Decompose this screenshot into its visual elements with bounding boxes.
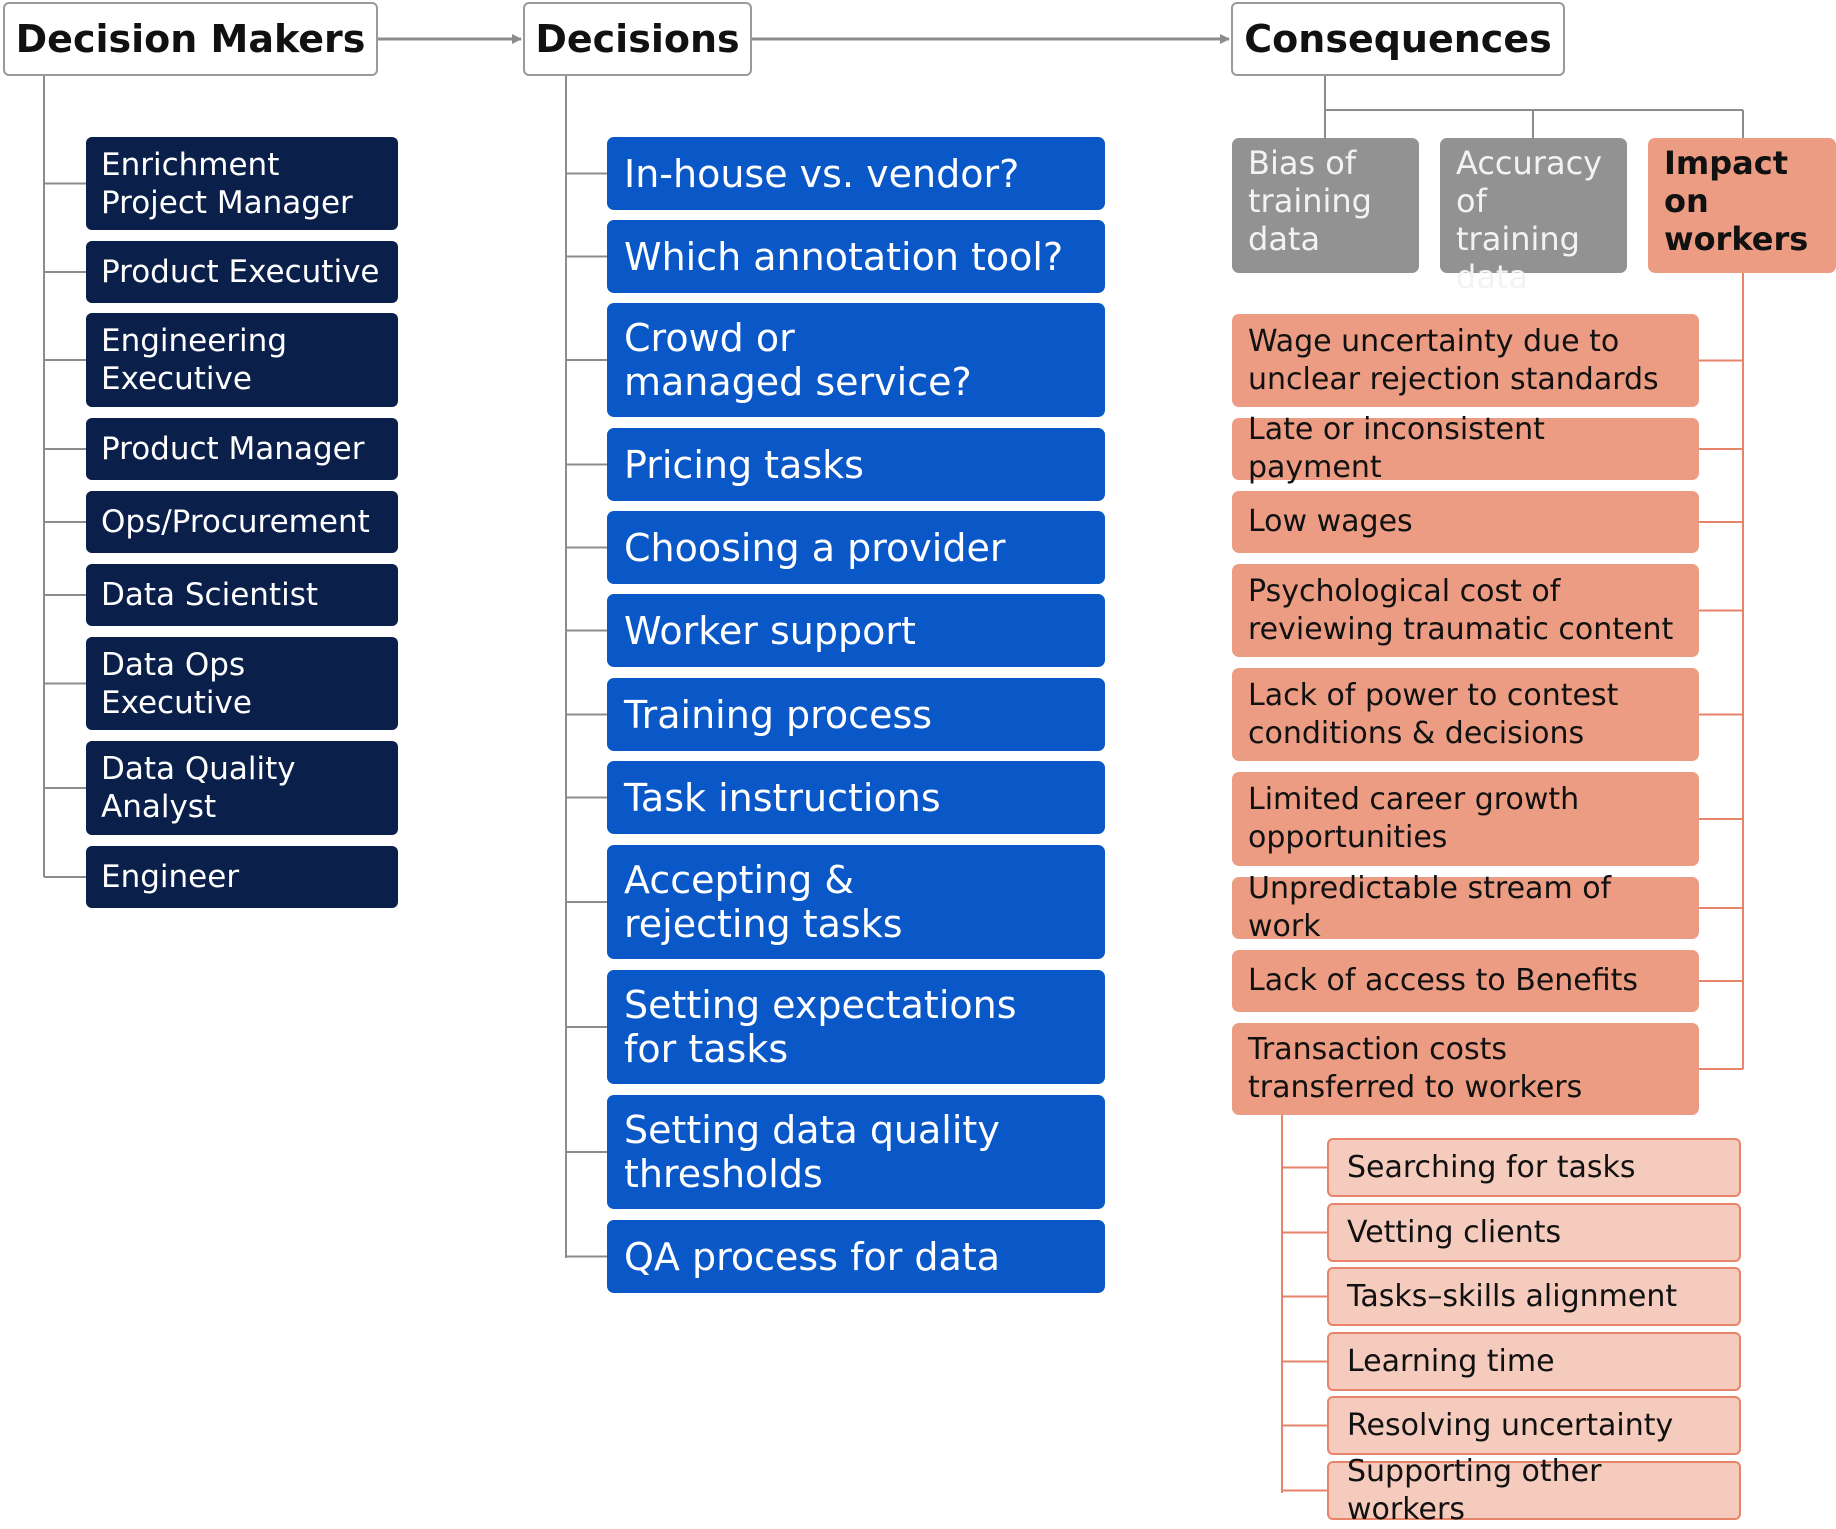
transaction-searching-for-tasks: Searching for tasks — [1327, 1138, 1741, 1197]
decisions-header: Decisions — [523, 2, 752, 76]
decision-training-process: Training process — [607, 678, 1105, 751]
impact-transaction-costs: Transaction costs transferred to workers — [1232, 1023, 1699, 1115]
transaction-resolving-uncertainty: Resolving uncertainty — [1327, 1396, 1741, 1455]
decision-setting-expectations: Setting expectations for tasks — [607, 970, 1105, 1084]
impact-limited-career-growth: Limited career growth opportunities — [1232, 772, 1699, 866]
decision-maker-ops-procurement: Ops/Procurement — [86, 491, 398, 553]
transaction-learning-time: Learning time — [1327, 1332, 1741, 1391]
decision-in-house-vs-vendor: In-house vs. vendor? — [607, 137, 1105, 210]
decision-maker-product-manager: Product Manager — [86, 418, 398, 480]
impact-lack-of-power: Lack of power to contest conditions & de… — [1232, 668, 1699, 761]
decision-maker-data-ops-executive: Data Ops Executive — [86, 637, 398, 730]
decision-qa-process: QA process for data — [607, 1220, 1105, 1293]
category-bias-of-training-data: Bias of training data — [1232, 138, 1419, 273]
category-impact-on-workers: Impact on workers — [1648, 138, 1836, 273]
decision-maker-product-executive: Product Executive — [86, 241, 398, 303]
transaction-supporting-other-workers: Supporting other workers — [1327, 1454, 1741, 1527]
decision-worker-support: Worker support — [607, 594, 1105, 667]
category-accuracy-of-training-data: Accuracy of training data — [1440, 138, 1627, 296]
decision-choosing-provider: Choosing a provider — [607, 511, 1105, 584]
decision-task-instructions: Task instructions — [607, 761, 1105, 834]
impact-low-wages: Low wages — [1232, 491, 1699, 553]
transaction-tasks-skills-alignment: Tasks–skills alignment — [1327, 1267, 1741, 1326]
impact-late-payment: Late or inconsistent payment — [1232, 412, 1699, 485]
decision-pricing-tasks: Pricing tasks — [607, 428, 1105, 501]
consequences-header: Consequences — [1231, 2, 1565, 76]
decision-accepting-rejecting: Accepting & rejecting tasks — [607, 845, 1105, 959]
decision-maker-engineering-executive: Engineering Executive — [86, 313, 398, 407]
decision-maker-data-quality-analyst: Data Quality Analyst — [86, 741, 398, 835]
impact-psychological-cost: Psychological cost of reviewing traumati… — [1232, 564, 1699, 657]
decision-maker-data-scientist: Data Scientist — [86, 564, 398, 626]
decision-annotation-tool: Which annotation tool? — [607, 220, 1105, 293]
impact-lack-of-benefits: Lack of access to Benefits — [1232, 950, 1699, 1012]
decision-maker-enrichment-project-manager: Enrichment Project Manager — [86, 137, 398, 230]
decision-maker-engineer: Engineer — [86, 846, 398, 908]
impact-wage-uncertainty: Wage uncertainty due to unclear rejectio… — [1232, 314, 1699, 407]
transaction-vetting-clients: Vetting clients — [1327, 1203, 1741, 1262]
impact-unpredictable-work: Unpredictable stream of work — [1232, 871, 1699, 944]
decision-data-quality-thresholds: Setting data quality thresholds — [607, 1095, 1105, 1209]
decision-makers-header: Decision Makers — [3, 2, 378, 76]
decision-crowd-or-managed: Crowd or managed service? — [607, 303, 1105, 417]
